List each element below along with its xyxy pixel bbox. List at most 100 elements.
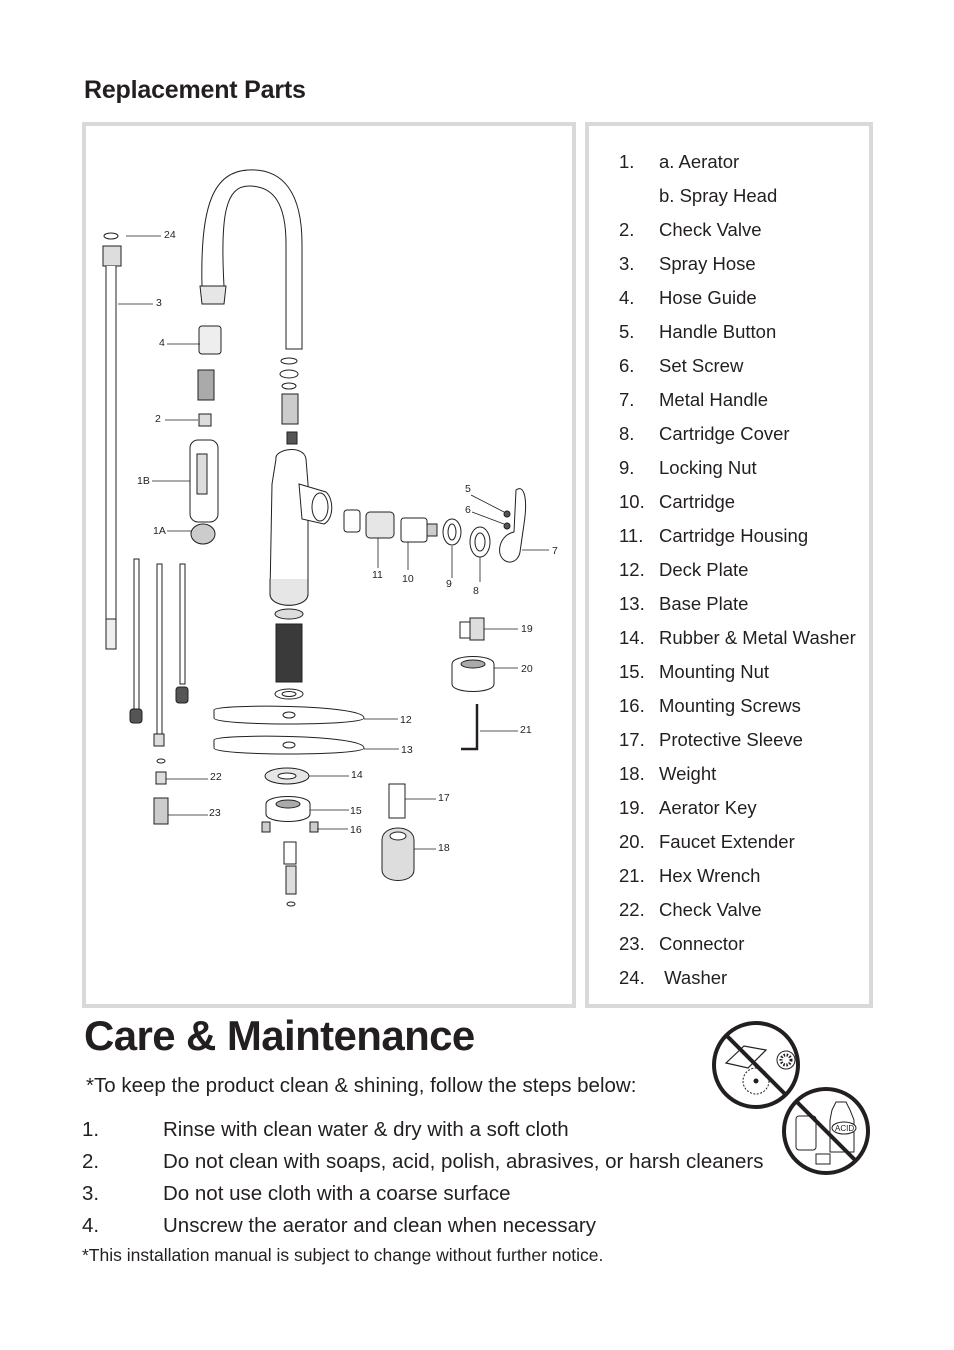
part-label: Rubber & Metal Washer	[659, 627, 856, 648]
step-text: Unscrew the aerator and clean when neces…	[163, 1214, 597, 1237]
exploded-diagram-panel: 24 3 4 2 1B 1A 5 6 7 8 9 10 11 12 13 14 …	[82, 122, 576, 1008]
part-number: 19.	[619, 797, 645, 818]
part-number: 22.	[619, 899, 645, 920]
part-number: 21.	[619, 865, 645, 886]
part-item: 17. Protective Sleeve	[619, 723, 856, 757]
callout-23: 23	[209, 807, 221, 819]
care-steps-list: 1.Rinse with clean water & dry with a so…	[82, 1114, 764, 1242]
change-notice: *This installation manual is subject to …	[82, 1245, 604, 1265]
part-item: 9. Locking Nut	[619, 451, 856, 485]
care-step: 2. Do not clean with soaps, acid, polish,…	[82, 1146, 764, 1178]
step-text: Do not use cloth with a coarse surface	[163, 1182, 511, 1205]
callout-17: 17	[438, 792, 450, 804]
deck-and-base-plate	[213, 705, 365, 755]
part-number: 2.	[619, 219, 635, 240]
part-label: b. Spray Head	[659, 185, 778, 206]
no-acid-chemicals-icon: ACID	[782, 1087, 870, 1175]
part-item: 12. Deck Plate	[619, 553, 856, 587]
part-item: 13. Base Plate	[619, 587, 856, 621]
callout-7: 7	[552, 545, 558, 557]
callout-21: 21	[520, 724, 532, 736]
part-number: 4.	[619, 287, 635, 308]
part-label: a. Aerator	[659, 151, 740, 172]
part-item: 4. Hose Guide	[619, 281, 856, 315]
part-number: 13.	[619, 593, 645, 614]
part-label: Mounting Nut	[659, 661, 770, 682]
mounting-hardware	[261, 767, 319, 907]
faucet-exploded-diagram: 24 3 4 2 1B 1A 5 6 7 8 9 10 11 12 13 14 …	[102, 169, 558, 907]
part-item: 3.Spray Hose	[619, 247, 856, 281]
part-label: Check Valve	[659, 899, 762, 920]
care-step: 1.Rinse with clean water & dry with a so…	[82, 1114, 764, 1146]
part-number: 24.	[619, 967, 645, 988]
callout-16: 16	[350, 824, 362, 836]
part-label: Deck Plate	[659, 559, 749, 580]
part-label: Mounting Screws	[659, 695, 801, 716]
part-number: 12.	[619, 559, 645, 580]
part-item: 1.a. Aerator	[619, 145, 856, 179]
acid-label: ACID	[835, 1124, 854, 1133]
callout-12: 12	[400, 714, 412, 726]
part-label: Faucet Extender	[659, 831, 795, 852]
part-item: 14.Rubber & Metal Washer	[619, 621, 856, 655]
part-number: 16.	[619, 695, 645, 716]
part-item: 7. Metal Handle	[619, 383, 856, 417]
part-label: Protective Sleeve	[659, 729, 803, 750]
callout-20: 20	[521, 663, 533, 675]
care-intro: *To keep the product clean & shining, fo…	[86, 1074, 637, 1097]
callout-15: 15	[350, 805, 362, 817]
part-item: 8. Cartridge Cover	[619, 417, 856, 451]
part-number: 20.	[619, 831, 645, 852]
part-item: 23.Connector	[619, 927, 856, 961]
part-number: 8.	[619, 423, 635, 444]
step-number: 3.	[82, 1182, 100, 1205]
callout-6: 6	[465, 504, 471, 516]
spout-fittings	[279, 357, 299, 445]
part-number: 10.	[619, 491, 645, 512]
part-number: 9.	[619, 457, 635, 478]
part-item: 11. Cartridge Housing	[619, 519, 856, 553]
part-label: Cartridge Cover	[659, 423, 790, 444]
part-label: Weight	[659, 763, 717, 784]
part-item: 10. Cartridge	[619, 485, 856, 519]
part-item: 16. Mounting Screws	[619, 689, 856, 723]
part-item: 2.Check Valve	[619, 213, 856, 247]
step-number: 2.	[82, 1150, 100, 1173]
part-label: Hose Guide	[659, 287, 757, 308]
part-number: 5.	[619, 321, 635, 342]
faucet-spout	[199, 169, 303, 350]
part-number: 3.	[619, 253, 635, 274]
step-text: Rinse with clean water & dry with a soft…	[163, 1118, 569, 1141]
step-number: 4.	[82, 1214, 100, 1237]
part-item: 6. Set Screw	[619, 349, 856, 383]
part-item: 24. Washer	[619, 961, 856, 995]
callout-leader-lines	[118, 235, 549, 850]
part-label: Cartridge	[659, 491, 736, 512]
part-label: Cartridge Housing	[659, 525, 809, 546]
care-maintenance-title: Care & Maintenance	[84, 1012, 475, 1059]
care-step: 4. Unscrew the aerator and clean when nec…	[82, 1210, 764, 1242]
part-item: 18. Weight	[619, 757, 856, 791]
callout-18: 18	[438, 842, 450, 854]
part-item: 22. Check Valve	[619, 893, 856, 927]
part-number: 17.	[619, 729, 645, 750]
part-label: Set Screw	[659, 355, 744, 376]
part-number: 15.	[619, 661, 645, 682]
callout-3: 3	[156, 297, 162, 309]
callout-8: 8	[473, 585, 479, 597]
part-number: 11.	[619, 525, 644, 546]
part-number: 18.	[619, 763, 645, 784]
part-number: 6.	[619, 355, 635, 376]
part-label: Locking Nut	[659, 457, 757, 478]
part-label: Metal Handle	[659, 389, 769, 410]
callout-10: 10	[402, 573, 414, 585]
supply-lines	[129, 558, 189, 825]
callout-9: 9	[446, 578, 452, 590]
step-text: Do not clean with soaps, acid, polish, a…	[163, 1150, 764, 1173]
callout-13: 13	[401, 744, 413, 756]
callout-1a: 1A	[153, 525, 166, 537]
part-label: Base Plate	[659, 593, 749, 614]
faucet-body	[269, 449, 333, 606]
part-number: 7.	[619, 389, 635, 410]
